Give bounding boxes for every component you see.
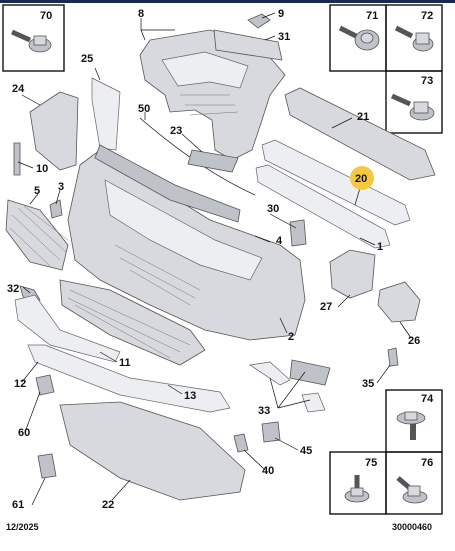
part-11-shape — [59, 279, 206, 366]
part-33-shape-b — [289, 359, 331, 386]
screw-75-icon — [344, 475, 370, 503]
part-3-shape — [49, 199, 63, 219]
box-72 — [385, 4, 443, 72]
part-30-shape — [289, 219, 307, 247]
bumper-beam-part — [284, 87, 436, 181]
label-11: 11 — [119, 357, 131, 369]
box-73 — [385, 70, 443, 134]
label-4: 4 — [276, 235, 283, 247]
part-13-shape — [27, 344, 231, 413]
label-74b: 74 — [421, 393, 434, 405]
label-72: 72 — [421, 10, 433, 22]
part-25-shape — [91, 77, 121, 151]
label-21: 21 — [357, 111, 369, 123]
box-70 — [2, 4, 65, 72]
label-70: 70 — [40, 10, 52, 22]
screw-76-icon — [396, 476, 428, 504]
part-31-shape — [213, 29, 283, 61]
screw-74-icon — [396, 411, 426, 440]
label-22: 22 — [102, 499, 114, 511]
label-31: 31 — [278, 31, 290, 43]
part-24-shape — [29, 91, 79, 171]
screw-73-icon — [390, 93, 435, 121]
label-5: 5 — [34, 185, 40, 197]
footer-date: 12/2025 — [6, 522, 39, 532]
part-35-shape — [387, 347, 399, 367]
label-61: 61 — [12, 499, 24, 511]
footer-code: 30000460 — [392, 522, 432, 532]
label-71: 71 — [366, 10, 378, 22]
label-3: 3 — [58, 181, 64, 193]
label-1: 1 — [377, 241, 383, 253]
part-22-shape — [59, 401, 246, 501]
screw-72-icon — [394, 25, 434, 52]
label-26: 26 — [408, 335, 420, 347]
part-26-shape — [377, 281, 421, 323]
front-bumper-part — [67, 144, 306, 341]
label-33-final: 33 — [258, 405, 270, 417]
label-40-final: 40 — [262, 465, 274, 477]
label-10: 10 — [36, 163, 48, 175]
part-10-shape — [13, 142, 21, 176]
part-1-shape — [255, 164, 391, 249]
part-60-shape — [35, 374, 55, 396]
label-25: 25 — [81, 53, 93, 65]
label-23: 23 — [170, 125, 182, 137]
label-12: 12 — [14, 378, 26, 390]
label-73: 73 — [421, 75, 433, 87]
highlight-badge — [350, 166, 374, 190]
part-45-shape — [261, 421, 281, 443]
part-33-shape-c — [301, 392, 326, 413]
label-35: 35 — [362, 378, 374, 390]
screw-71-icon — [338, 25, 380, 51]
part-9-shape — [247, 13, 271, 29]
front-end-carrier-part — [139, 29, 286, 161]
part-beam-lower — [261, 139, 411, 226]
part-23-shape — [187, 149, 239, 173]
part-40-shape — [233, 433, 249, 453]
part-5-shape — [5, 199, 69, 271]
part-27-shape — [329, 249, 376, 299]
label-27: 27 — [320, 301, 332, 313]
label-32: 32 — [7, 283, 19, 295]
part-33-shape-a — [249, 361, 291, 386]
part-12-shape — [14, 294, 121, 363]
leader-lines — [17, 12, 412, 506]
label-60: 60 — [18, 427, 30, 439]
label-50: 50 — [138, 103, 150, 115]
label-9: 9 — [278, 8, 284, 20]
part-61-shape — [37, 453, 57, 479]
label-45: 45 — [300, 445, 312, 457]
screw-70-icon — [10, 29, 52, 53]
label-13: 13 — [184, 390, 196, 402]
label-30: 30 — [267, 203, 279, 215]
header-bar — [0, 0, 455, 3]
label-20-highlight: 20 — [355, 173, 367, 185]
label-24: 24 — [12, 83, 25, 95]
label-2: 2 — [288, 331, 294, 343]
label-76: 76 — [421, 457, 433, 469]
label-75-final: 75 — [365, 457, 377, 469]
label-8: 8 — [138, 8, 144, 20]
box-76 — [385, 451, 443, 515]
